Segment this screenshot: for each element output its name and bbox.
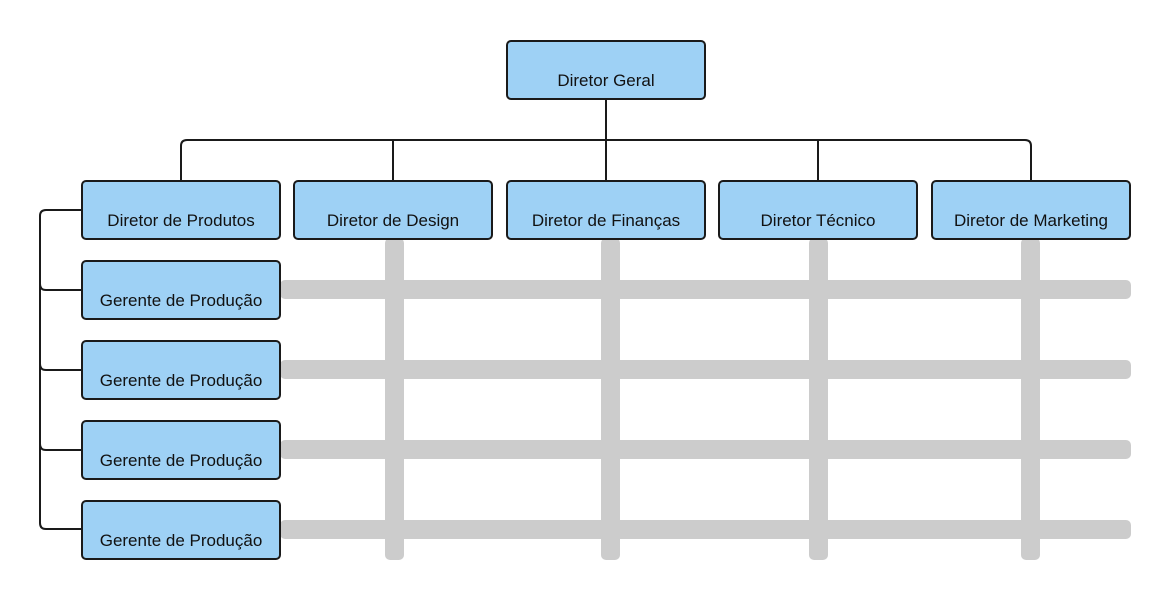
vertical-lane-tecnico (809, 238, 828, 560)
box-label: Gerente de Produção (99, 371, 263, 390)
box-label: Diretor de Design (326, 211, 460, 230)
horizontal-lane-1 (280, 280, 1131, 299)
box-gerente-producao-4: Gerente de Produção (81, 500, 281, 560)
box-label: Diretor Geral (557, 71, 655, 90)
box-diretor-geral: Diretor Geral (506, 40, 706, 100)
box-gerente-producao-1: Gerente de Produção (81, 260, 281, 320)
vertical-lane-financas (601, 238, 620, 560)
box-label: Gerente de Produção (99, 531, 263, 550)
box-label: Diretor de Marketing (953, 211, 1108, 230)
box-label: Gerente de Produção (99, 291, 263, 310)
horizontal-lane-3 (280, 440, 1131, 459)
manager-spine (39, 209, 81, 530)
box-gerente-producao-2: Gerente de Produção (81, 340, 281, 400)
box-label: Diretor de Produtos (107, 211, 255, 230)
box-diretor-tecnico: Diretor Técnico (718, 180, 918, 240)
box-gerente-producao-3: Gerente de Produção (81, 420, 281, 480)
manager-connector-1 (39, 283, 81, 291)
horizontal-lane-2 (280, 360, 1131, 379)
box-label: Gerente de Produção (99, 451, 263, 470)
box-label: Diretor de Finanças (531, 211, 681, 230)
vertical-lane-marketing (1021, 238, 1040, 560)
box-label: Diretor Técnico (760, 211, 876, 230)
box-diretor-marketing: Diretor de Marketing (931, 180, 1131, 240)
box-diretor-produtos: Diretor de Produtos (81, 180, 281, 240)
manager-connector-3 (39, 443, 81, 451)
box-diretor-design: Diretor de Design (293, 180, 493, 240)
horizontal-lane-4 (280, 520, 1131, 539)
manager-connector-2 (39, 363, 81, 371)
box-diretor-financas: Diretor de Finanças (506, 180, 706, 240)
vertical-lane-design (385, 238, 404, 560)
